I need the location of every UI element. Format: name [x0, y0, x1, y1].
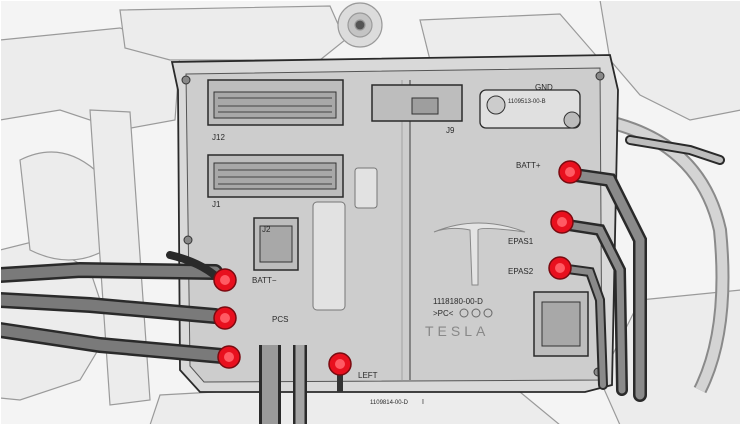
label-pcs: PCS — [272, 315, 288, 324]
label-batt-plus: BATT+ — [516, 161, 541, 170]
label-left: LEFT — [358, 371, 378, 380]
connector-j1 — [207, 154, 344, 198]
connector-j2 — [253, 217, 299, 271]
cables-left — [0, 251, 230, 364]
label-board-code: >PC< — [433, 309, 454, 318]
panel-labels: J12 J1 J2 J9 GND 1109513-00-B BATT+ EPAS… — [212, 83, 553, 406]
nut-pcs-upper — [213, 306, 237, 330]
label-gnd: GND — [535, 83, 553, 92]
label-j9: J9 — [446, 126, 455, 135]
label-j12: J12 — [212, 133, 225, 142]
connector-j12 — [207, 79, 344, 126]
gnd-stud — [479, 89, 581, 129]
connector-j9 — [371, 84, 463, 122]
label-j1: J1 — [212, 200, 221, 209]
nut-batt-plus — [558, 160, 582, 184]
label-epas1: EPAS1 — [508, 237, 534, 246]
board-marks — [459, 308, 493, 318]
highlighted-nuts — [213, 160, 582, 376]
nut-pcs-lower — [217, 345, 241, 369]
label-batt-minus: BATT− — [252, 276, 277, 285]
label-gnd-part: 1109513-00-B — [508, 99, 546, 105]
label-epas2: EPAS2 — [508, 267, 534, 276]
label-bottom-part: 1109814-00-D — [370, 400, 409, 406]
label-bottom-mark: I — [422, 399, 424, 406]
connector-right-lower — [533, 291, 589, 357]
nut-batt-minus — [213, 268, 237, 292]
label-board-part: 1118180-00-D — [433, 297, 483, 306]
cables-right — [555, 135, 725, 402]
cable-bottom — [259, 345, 343, 425]
nut-left — [328, 352, 352, 376]
distribution-panel — [170, 54, 619, 393]
nut-epas2 — [548, 256, 572, 280]
brand-wordmark: TESLA — [425, 323, 489, 339]
nut-epas1 — [550, 210, 574, 234]
label-j2: J2 — [262, 225, 271, 234]
